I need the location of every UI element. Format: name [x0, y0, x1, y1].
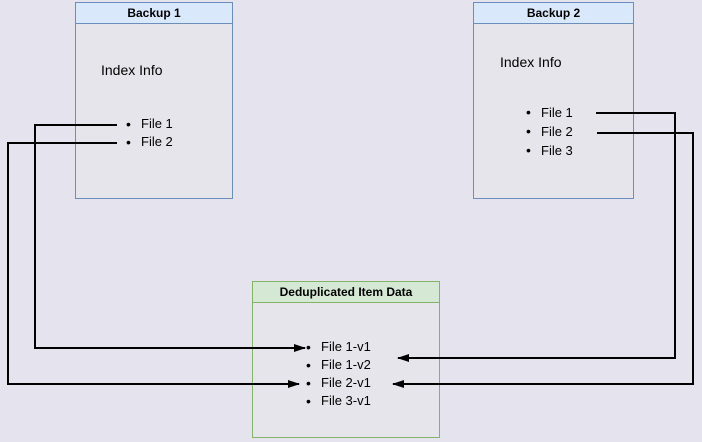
backup2-box: Backup 2 Index Info File 1 File 2 File 3: [473, 2, 634, 199]
backup1-index-info-label: Index Info: [101, 62, 163, 78]
backup1-box: Backup 1 Index Info File 1 File 2: [75, 2, 233, 199]
backup1-file-1: File 1: [125, 115, 173, 133]
backup2-title: Backup 2: [474, 3, 633, 24]
dedup-box: Deduplicated Item Data File 1-v1 File 1-…: [252, 281, 440, 438]
backup2-file-2: File 2: [525, 122, 573, 141]
backup2-file-3: File 3: [525, 141, 573, 160]
backup1-title: Backup 1: [76, 3, 232, 24]
backup1-file-2: File 2: [125, 133, 173, 151]
dedup-file-3-v1: File 3-v1: [305, 392, 371, 410]
backup2-file-1: File 1: [525, 103, 573, 122]
dedup-file-1-v2: File 1-v2: [305, 356, 371, 374]
backup2-index-info-label: Index Info: [500, 54, 562, 70]
dedup-title: Deduplicated Item Data: [253, 282, 439, 303]
backup1-file-list: File 1 File 2: [125, 115, 173, 151]
backup2-file-list: File 1 File 2 File 3: [525, 103, 573, 160]
dedup-file-list: File 1-v1 File 1-v2 File 2-v1 File 3-v1: [305, 338, 371, 410]
dedup-file-1-v1: File 1-v1: [305, 338, 371, 356]
dedup-file-2-v1: File 2-v1: [305, 374, 371, 392]
